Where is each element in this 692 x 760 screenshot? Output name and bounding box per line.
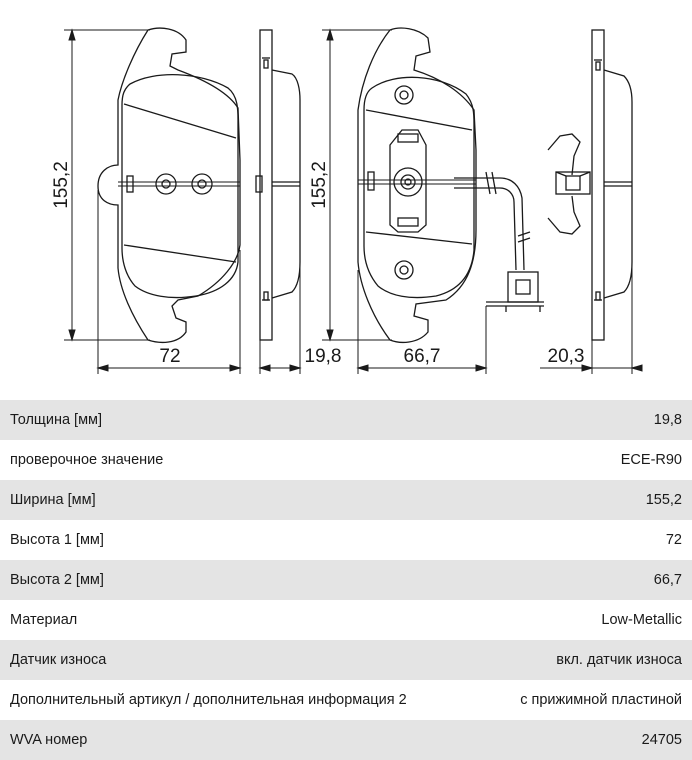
dim-pad2-height: 155,2 <box>309 161 330 209</box>
spec-value: 66,7 <box>653 572 682 588</box>
spec-row-height-1: Высота 1 [мм] 72 <box>0 520 692 560</box>
spec-label: Высота 1 [мм] <box>10 532 104 548</box>
pad-1-front-view <box>97 27 241 344</box>
dim-pad1-thickness: 19,8 <box>305 346 342 367</box>
spec-label: проверочное значение <box>10 452 164 468</box>
spec-value: 72 <box>665 532 682 548</box>
spec-label: Ширина [мм] <box>10 492 96 508</box>
spec-value: с прижимной пластиной <box>520 692 682 708</box>
spec-label: Толщина [мм] <box>10 412 103 428</box>
spec-row-test-value: проверочное значение ECE-R90 <box>0 440 692 480</box>
spec-value: ECE-R90 <box>620 452 682 468</box>
spec-value: 24705 <box>641 732 682 748</box>
spec-label: Дополнительный артикул / дополнительная … <box>10 692 407 708</box>
dim-pad2-thickness: 20,3 <box>548 346 585 367</box>
spec-row-wva-number: WVA номер 24705 <box>0 720 692 760</box>
pad-1-side-view <box>255 29 301 341</box>
spec-row-width: Ширина [мм] 155,2 <box>0 480 692 520</box>
spec-row-additional-info: Дополнительный артикул / дополнительная … <box>0 680 692 720</box>
specifications-table: Толщина [мм] 19,8 проверочное значение E… <box>0 400 692 760</box>
dim-pad2-width: 66,7 <box>404 346 441 367</box>
dim-pad1-height: 155,2 <box>51 161 72 209</box>
spec-row-height-2: Высота 2 [мм] 66,7 <box>0 560 692 600</box>
pad-2-side-view <box>547 29 633 341</box>
spec-value: 19,8 <box>653 412 682 428</box>
spec-label: Датчик износа <box>10 652 107 668</box>
pad-2-front-view <box>357 27 544 344</box>
technical-drawing: 155,2 72 19,8 155,2 66,7 20,3 <box>51 27 643 374</box>
spec-label: WVA номер <box>10 732 88 748</box>
spec-row-material: Материал Low-Metallic <box>0 600 692 640</box>
dimension-lines <box>64 28 643 374</box>
spec-row-thickness: Толщина [мм] 19,8 <box>0 400 692 440</box>
spec-row-wear-sensor: Датчик износа вкл. датчик износа <box>0 640 692 680</box>
spec-label: Высота 2 [мм] <box>10 572 104 588</box>
spec-value: 155,2 <box>645 492 682 508</box>
dim-pad1-width: 72 <box>159 346 180 367</box>
spec-value: Low-Metallic <box>601 612 682 628</box>
spec-label: Материал <box>10 612 78 628</box>
spec-value: вкл. датчик износа <box>556 652 682 668</box>
